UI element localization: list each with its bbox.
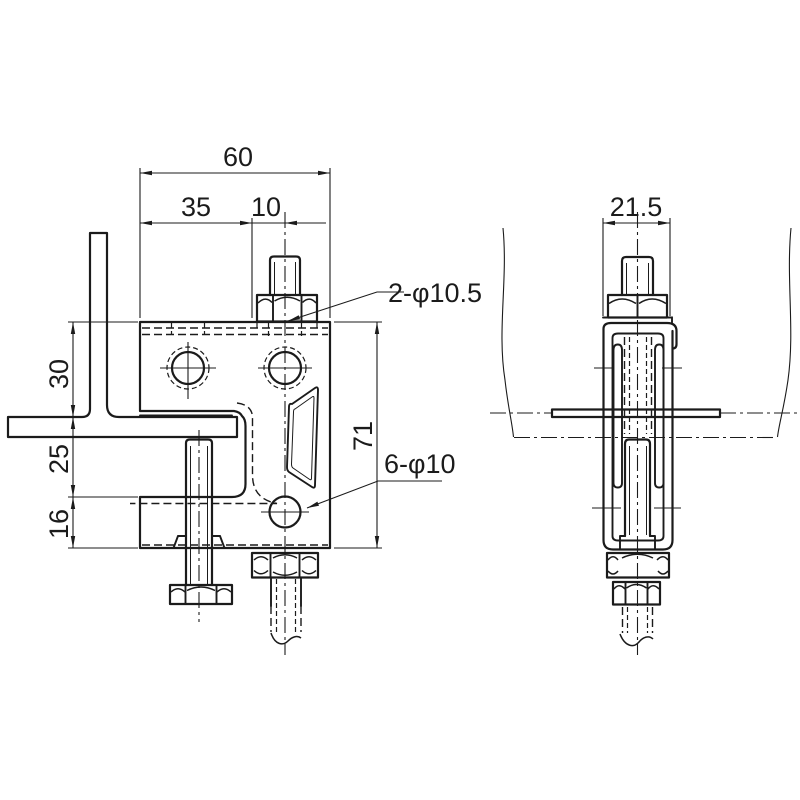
topface-hole-hidden-left bbox=[170, 323, 206, 335]
dim-25-text: 25 bbox=[44, 444, 74, 474]
dim-left-heights: 30 25 16 bbox=[44, 321, 138, 549]
rod-bottom-nut-flats bbox=[269, 552, 301, 579]
front-view: 2-φ10.5 6-φ10 60 35 10 bbox=[6, 142, 482, 655]
rod-break-line bbox=[270, 632, 302, 645]
channel-top bbox=[602, 321, 678, 350]
dim-35-text: 35 bbox=[181, 192, 211, 222]
side-view: 21.5 bbox=[490, 192, 800, 655]
rod-hidden-upper-threads bbox=[628, 337, 648, 434]
hang-nut-side bbox=[605, 551, 671, 579]
beam-section-outline bbox=[6, 231, 239, 439]
rod-below-hidden bbox=[621, 607, 654, 633]
nut-side-chamfers bbox=[608, 298, 667, 305]
beam-section bbox=[6, 231, 239, 439]
rod-top-threads bbox=[274, 262, 296, 295]
dim-16-text: 16 bbox=[44, 509, 74, 539]
rod-bottom-nut-chamfers bbox=[253, 554, 317, 576]
rod-top-nut bbox=[255, 293, 319, 323]
set-screw-head-flats bbox=[184, 584, 218, 605]
mouth-hidden-line bbox=[130, 402, 278, 505]
label-top-holes: 2-φ10.5 bbox=[388, 278, 482, 308]
dim-60-text: 60 bbox=[223, 142, 253, 172]
stud-side bbox=[620, 255, 655, 297]
dim-rod-offset: 10 bbox=[251, 192, 326, 226]
rod-lower-solid bbox=[270, 576, 302, 607]
leader-face-holes: 6-φ10 bbox=[306, 449, 456, 509]
dim-21-5-text: 21.5 bbox=[610, 192, 663, 222]
rod-break-side bbox=[619, 633, 654, 647]
break-line-right bbox=[776, 227, 792, 438]
rod-bottom-nut bbox=[250, 551, 320, 579]
dim-71-text: 71 bbox=[348, 421, 378, 451]
hole-center-ticks bbox=[160, 342, 312, 513]
dim-10-text: 10 bbox=[251, 192, 281, 222]
screw-head-side-flats bbox=[624, 581, 649, 606]
set-screw-side-threads bbox=[629, 446, 647, 535]
wall-rib-left bbox=[612, 343, 623, 489]
clamp-outline bbox=[138, 320, 332, 550]
clamp-body bbox=[130, 320, 332, 550]
rib-inner bbox=[290, 395, 315, 481]
dim-depth: 21.5 bbox=[602, 192, 671, 316]
set-screw-head-chamfers bbox=[170, 586, 232, 593]
dim-30-text: 30 bbox=[44, 359, 74, 389]
wall-rib-right bbox=[654, 343, 665, 489]
topface-hidden-lines bbox=[142, 327, 328, 336]
nut-side bbox=[606, 293, 669, 319]
dim-total-height: 71 bbox=[334, 321, 382, 549]
rod-hidden-upper bbox=[623, 337, 653, 434]
rod-top-stud bbox=[268, 255, 302, 297]
screw-head-side-chamfers bbox=[613, 583, 660, 590]
set-screw-head bbox=[168, 583, 234, 606]
top-bolt-side bbox=[606, 255, 669, 319]
leader-top-holes: 2-φ10.5 bbox=[287, 278, 482, 322]
rod-lower-threads bbox=[275, 579, 297, 632]
rod-lower-hidden bbox=[270, 606, 302, 632]
collar-side bbox=[619, 535, 656, 550]
set-screw-threads bbox=[190, 446, 208, 584]
stud-side-threads bbox=[626, 263, 649, 295]
set-screw-collar bbox=[172, 535, 226, 549]
lower-fasteners-side bbox=[605, 551, 671, 647]
dim-hole-offset: 35 bbox=[140, 192, 253, 318]
label-face-holes: 6-φ10 bbox=[384, 449, 456, 479]
hanger-rod-front bbox=[250, 212, 320, 655]
rod-below-threads bbox=[626, 607, 649, 633]
hang-nut-side-chamfers bbox=[607, 553, 669, 575]
hole-ticks-side bbox=[592, 367, 682, 509]
rod-and-screw-side bbox=[619, 212, 656, 655]
set-screw bbox=[168, 430, 234, 622]
rib-outline bbox=[286, 386, 319, 489]
flange-edge bbox=[550, 408, 722, 419]
channel-inner bbox=[611, 332, 665, 542]
dim-total-width: 60 bbox=[139, 142, 331, 318]
break-line-left bbox=[501, 227, 515, 438]
screw-head-side bbox=[611, 580, 662, 606]
rod-top-nut-chamfers bbox=[257, 296, 317, 304]
